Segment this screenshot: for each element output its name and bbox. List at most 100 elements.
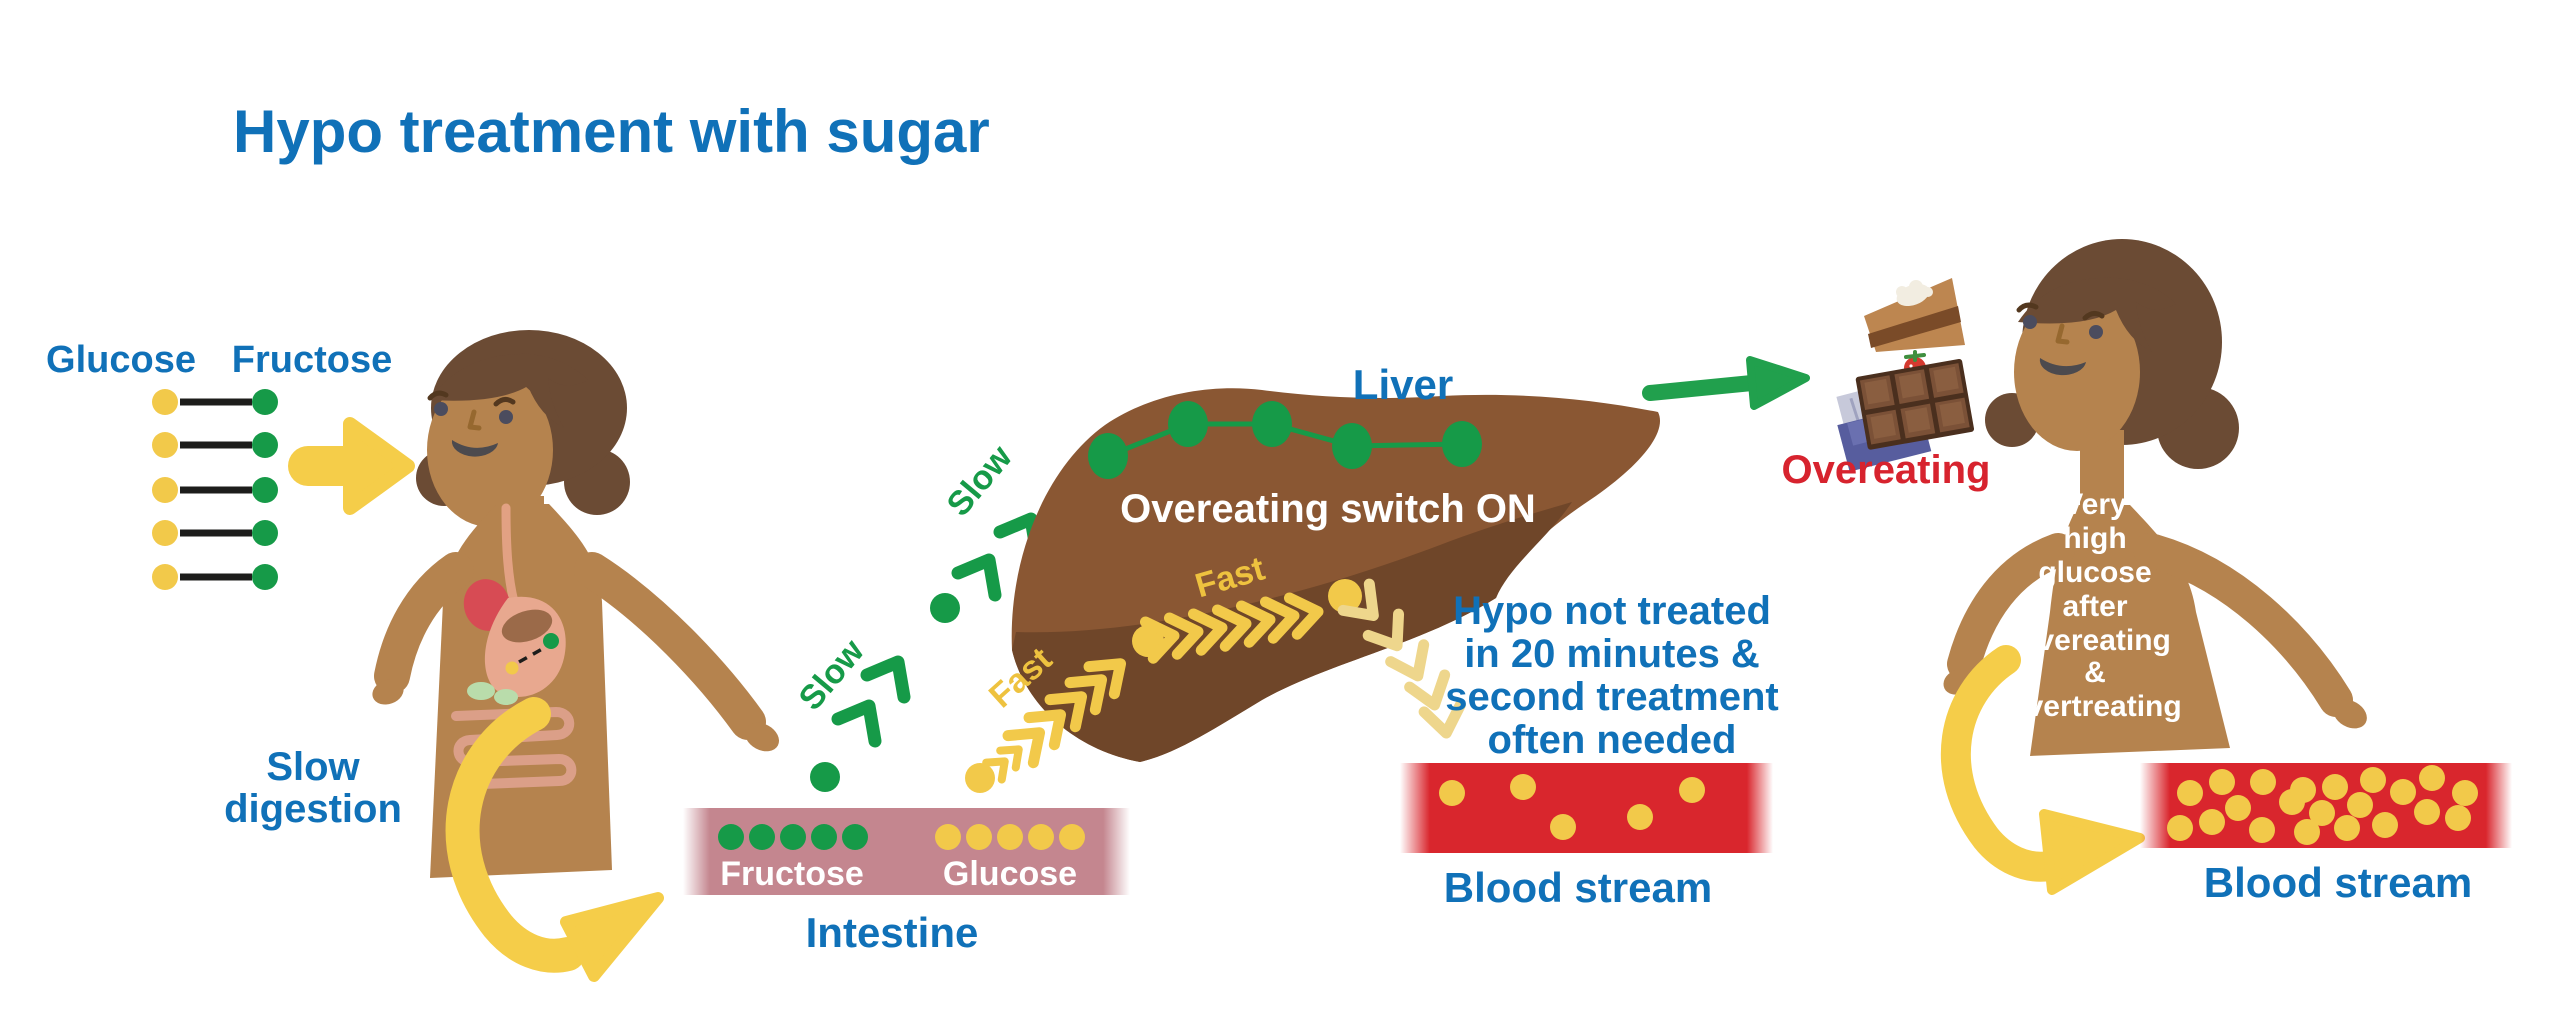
glucose-dot — [2360, 767, 2386, 793]
glucose-dot — [2390, 779, 2416, 805]
eat-arrow-icon — [288, 417, 415, 515]
hand — [744, 722, 780, 752]
eyebrow-icon — [2016, 302, 2039, 313]
sucrose-pair — [152, 520, 278, 546]
person-overeating-figure: Very high glucose after overeating & ove… — [1943, 239, 2367, 756]
fructose-dot — [252, 432, 278, 458]
intestine-label: Intestine — [806, 909, 979, 956]
hand — [372, 679, 404, 705]
overeating-switch-label: Overeating switch ON — [1120, 487, 1536, 531]
mouth-icon — [451, 440, 498, 457]
bloodstream-strip — [1400, 763, 1773, 853]
bangs-icon — [430, 353, 588, 428]
glucose-dot — [997, 824, 1023, 850]
glucose-dot — [2177, 780, 2203, 806]
glucose-dot — [152, 520, 178, 546]
esophagus-icon — [501, 503, 519, 607]
glucose-dot — [935, 824, 961, 850]
glucose-dot — [152, 432, 178, 458]
fructose-dot — [718, 824, 744, 850]
fructose-label: Fructose — [232, 339, 392, 381]
glucose-label: Glucose — [46, 339, 196, 381]
glucose-dot — [965, 763, 995, 793]
fructose-dot — [749, 824, 775, 850]
hypo-note-line: in 20 minutes & — [1464, 632, 1760, 676]
fructose-dot — [252, 520, 278, 546]
intestine-bar: Fructose Glucose Intestine — [683, 808, 1130, 956]
bloodstream-bar-second: Blood stream — [2140, 763, 2512, 906]
arm — [374, 552, 474, 694]
slow-route: Slow Slow — [792, 438, 1037, 792]
glucose-dot — [966, 824, 992, 850]
digesting-sucrose-icon — [505, 633, 559, 675]
fructose-dot — [780, 824, 806, 850]
eyebrow-icon — [2082, 310, 2105, 321]
glucose-dot — [2309, 800, 2335, 826]
fructose-chain — [1088, 401, 1482, 479]
sugar-pair-legend: Glucose Fructose — [46, 339, 415, 590]
glucose-dot — [2445, 805, 2471, 831]
arm — [574, 552, 766, 740]
arm — [2133, 533, 2353, 717]
glucose-dot — [1028, 824, 1054, 850]
fructose-dot — [543, 633, 559, 649]
bloodstream-bar-first: Blood stream — [1400, 763, 1773, 911]
overtreating-arrow-icon — [1940, 645, 2145, 895]
fructose-dot — [1442, 421, 1482, 467]
body-text-line: & — [2084, 656, 2106, 689]
sucrose-pair — [152, 477, 278, 503]
body-text-line: overtreating — [2008, 690, 2181, 723]
stomach-content — [501, 609, 553, 643]
glucose-dot — [1550, 814, 1576, 840]
glucose-dot — [2225, 795, 2251, 821]
glucose-dot — [1439, 780, 1465, 806]
very-high-glucose-label: Very high glucose after overeating & ove… — [2008, 488, 2181, 723]
slow-chevron-icon — [838, 706, 875, 741]
glucose-dot — [2250, 769, 2276, 795]
glucose-dot — [2294, 819, 2320, 845]
glucose-dot — [2249, 817, 2275, 843]
glucose-dot — [2167, 815, 2193, 841]
fructose-dot — [842, 824, 868, 850]
glucose-dot — [2199, 809, 2225, 835]
eye-icon — [2023, 315, 2037, 329]
body-text-line: overeating — [2019, 624, 2171, 657]
stomach-content — [494, 689, 518, 705]
glucose-dot — [2322, 774, 2348, 800]
body-text-line: high — [2063, 522, 2126, 555]
glucose-dot — [1059, 824, 1085, 850]
arm — [1947, 533, 2075, 681]
glucose-dot — [152, 389, 178, 415]
hand — [2333, 699, 2367, 729]
fructose-dot — [252, 389, 278, 415]
fructose-dot — [810, 762, 840, 792]
slow-digestion-line: digestion — [224, 787, 402, 831]
liver-lower-lobe — [1012, 502, 1572, 762]
slow-label: Slow — [940, 438, 1020, 524]
fructose-dot — [1252, 401, 1292, 447]
intestine-fructose-label: Fructose — [720, 855, 864, 893]
slow-digestion-line: Slow — [266, 745, 360, 789]
glucose-dot — [2290, 777, 2316, 803]
hypo-note-line: second treatment — [1445, 675, 1778, 719]
body-text-line: glucose — [2038, 556, 2151, 589]
slow-chevron-icon — [958, 560, 995, 595]
fructose-dot — [1088, 433, 1128, 479]
glucose-dot — [2419, 765, 2445, 791]
liver-icon: Liver Overeating switch ON — [1011, 361, 1661, 762]
glucose-dot — [2414, 799, 2440, 825]
eyebrow-icon — [493, 396, 516, 407]
hypo-note-line: Hypo not treated — [1453, 589, 1771, 633]
sucrose-pairs — [152, 389, 278, 590]
slow-digestion-label: Slow digestion — [224, 745, 402, 831]
glucose-dot — [2347, 792, 2373, 818]
chocolate-bar-icon — [1836, 358, 1975, 472]
glucose-dot — [1510, 774, 1536, 800]
eyebrow-icon — [427, 390, 449, 401]
glucose-dot — [2452, 780, 2478, 806]
glucose-dot — [2372, 812, 2398, 838]
hypo-note-text: Hypo not treated in 20 minutes & second … — [1445, 589, 1778, 762]
sucrose-pair — [152, 432, 278, 458]
